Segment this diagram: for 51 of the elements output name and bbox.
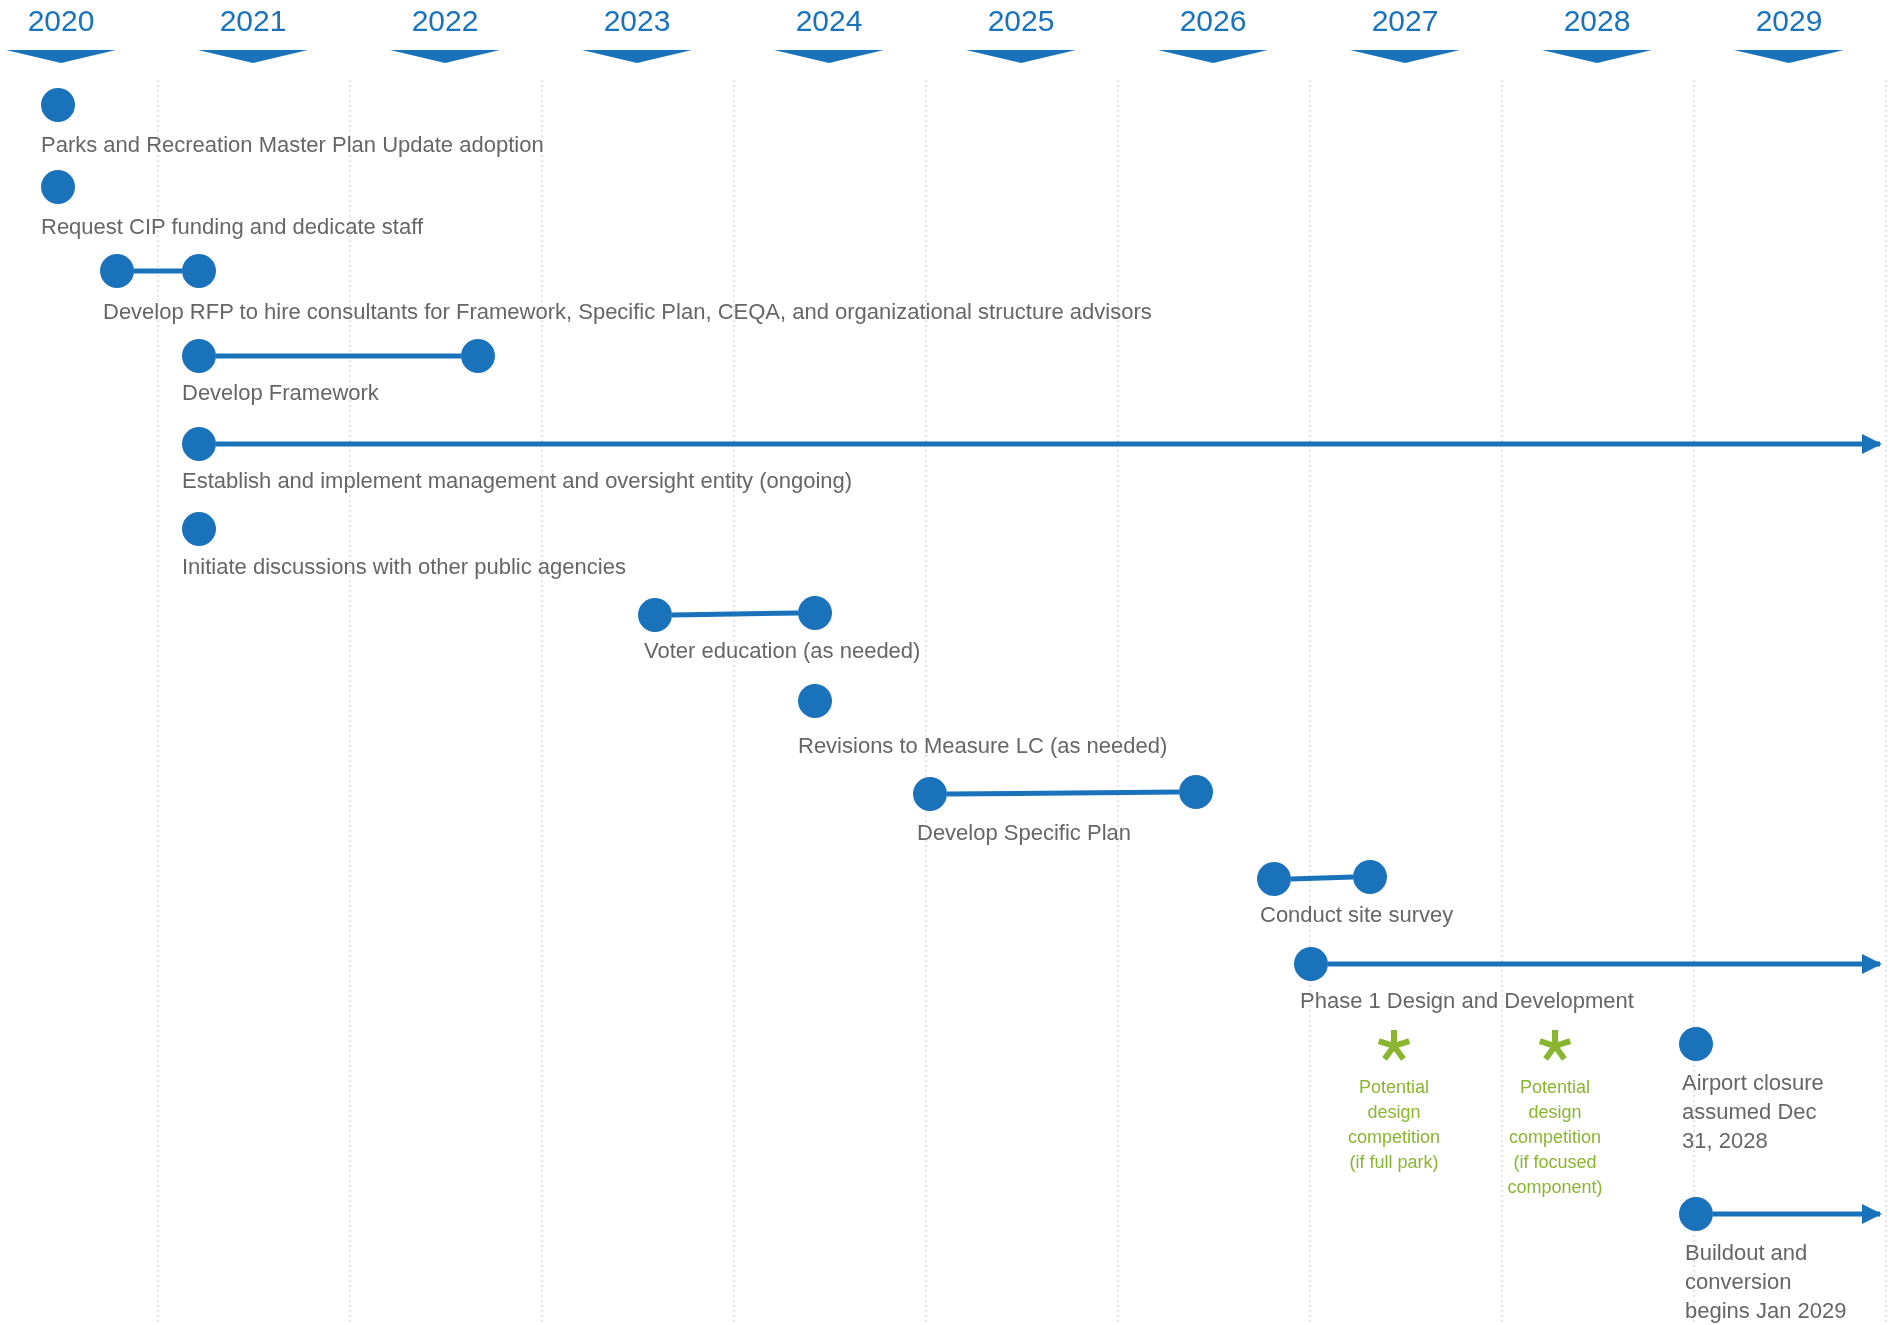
task-label: Buildout and conversion begins Jan 2029 bbox=[1685, 1239, 1848, 1325]
task-label: Phase 1 Design and Development bbox=[1300, 987, 1634, 1015]
timeline-bar bbox=[671, 610, 799, 618]
year-label: 2026 bbox=[1178, 4, 1248, 38]
milestone-dot bbox=[182, 427, 216, 461]
milestone-dot bbox=[182, 254, 216, 288]
year-label: 2021 bbox=[218, 4, 288, 38]
year-label: 2025 bbox=[986, 4, 1056, 38]
task-label: Parks and Recreation Master Plan Update adoption bbox=[41, 131, 544, 159]
task-label: Develop Specific Plan bbox=[917, 819, 1131, 847]
task-label: Request CIP funding and dedicate staff bbox=[41, 213, 423, 241]
milestone-dot bbox=[461, 339, 495, 373]
milestone-dot bbox=[1679, 1027, 1713, 1061]
task-label: Develop RFP to hire consultants for Framework, Specific Plan, CEQA, and organizational structure advisors bbox=[103, 298, 1152, 326]
milestone-dot bbox=[182, 512, 216, 546]
milestone-dot bbox=[41, 170, 75, 204]
milestone-dot bbox=[1257, 862, 1291, 896]
milestone-dot bbox=[798, 684, 832, 718]
timeline-bar bbox=[134, 268, 182, 274]
milestone-dot bbox=[182, 339, 216, 373]
note-text: Potential design competition (if focused component) bbox=[1506, 1076, 1604, 1199]
year-label: 2027 bbox=[1370, 4, 1440, 38]
arrow bbox=[216, 434, 1882, 454]
milestone-dot bbox=[913, 777, 947, 811]
milestone-dot bbox=[1179, 775, 1213, 809]
milestone-dot bbox=[100, 254, 134, 288]
arrow bbox=[1713, 1204, 1882, 1224]
task-label: Revisions to Measure LC (as needed) bbox=[798, 732, 1168, 760]
year-label: 2028 bbox=[1562, 4, 1632, 38]
year-label: 2022 bbox=[410, 4, 480, 38]
task-label: Voter education (as needed) bbox=[644, 637, 921, 665]
milestone-dot bbox=[798, 596, 832, 630]
timeline-bar bbox=[946, 789, 1180, 797]
milestone-dot bbox=[638, 598, 672, 632]
milestone-dot bbox=[1679, 1197, 1713, 1231]
year-label: 2023 bbox=[602, 4, 672, 38]
task-label: Develop Framework bbox=[182, 379, 379, 407]
task-label: Establish and implement management and oversight entity (ongoing) bbox=[182, 467, 853, 495]
milestone-dot bbox=[1353, 860, 1387, 894]
arrow bbox=[1328, 954, 1882, 974]
timeline-bar bbox=[1290, 874, 1354, 882]
task-label: Conduct site survey bbox=[1260, 901, 1454, 929]
year-label: 2029 bbox=[1754, 4, 1824, 38]
timeline-bar bbox=[216, 353, 461, 359]
note-text: Potential design competition (if full park) bbox=[1346, 1076, 1442, 1174]
milestone-dot bbox=[1294, 947, 1328, 981]
year-label: 2024 bbox=[794, 4, 864, 38]
year-label: 2020 bbox=[26, 4, 96, 38]
task-label: Airport closure assumed Dec 31, 2028 bbox=[1682, 1069, 1825, 1155]
task-label: Initiate discussions with other public agencies bbox=[182, 553, 626, 581]
milestone-dot bbox=[41, 88, 75, 122]
